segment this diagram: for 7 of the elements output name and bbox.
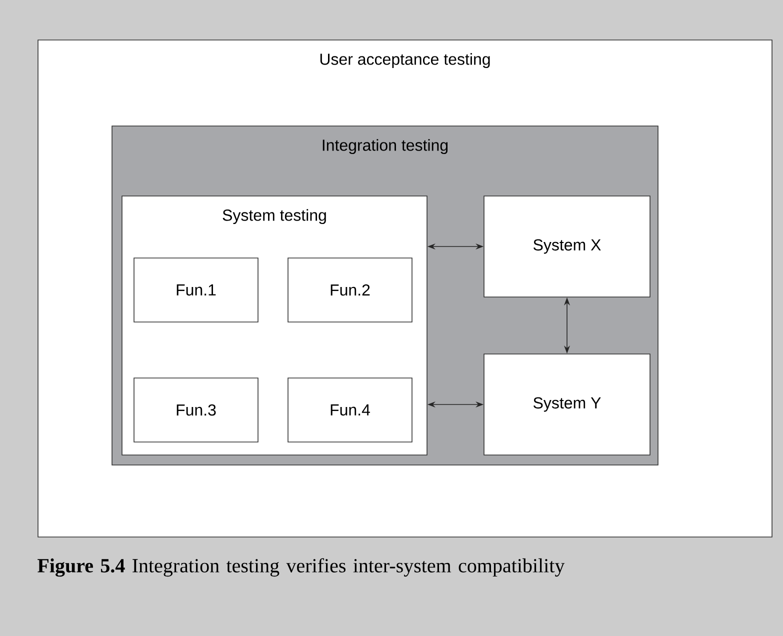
process-box: Fun.2 (288, 258, 412, 322)
process-box: Fun.1 (134, 258, 258, 322)
caption: Figure 5.4 Integration testing verifies inter-system compatibility (38, 558, 565, 577)
process-box: System X (484, 196, 650, 298)
process-box: System Y (484, 354, 650, 456)
process-box: Fun.3 (134, 378, 258, 442)
process-box: Fun.4 (288, 378, 412, 442)
